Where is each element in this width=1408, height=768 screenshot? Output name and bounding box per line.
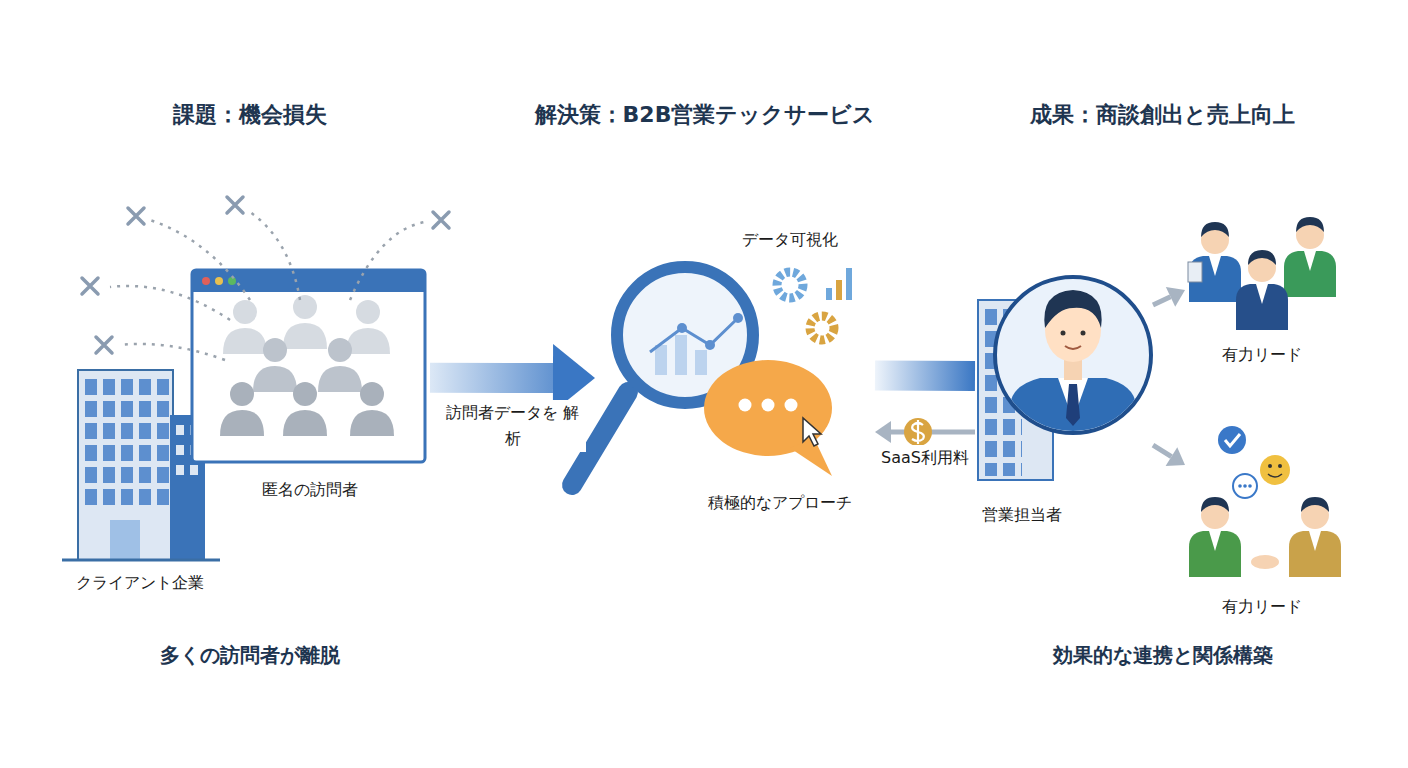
edge-label: SaaS利用料 [878, 445, 972, 471]
node-label: 有力リード [1222, 597, 1302, 617]
sales-person-node: 営業担当者 [975, 270, 1153, 532]
gear-icons [777, 268, 852, 340]
edge-label: 訪問者データを 解析 [440, 400, 586, 451]
arrow-head [1166, 287, 1185, 307]
lead-group-node: 有力リード [1185, 410, 1350, 625]
leaving-arrows [110, 212, 425, 360]
column-caption: 効果的な連携と関係構築 [1053, 642, 1273, 669]
connector [875, 375, 975, 377]
sales-person [995, 277, 1151, 440]
data-visualization-node: データ可視化 [595, 225, 875, 420]
chat-bubble [704, 360, 832, 476]
node-label: クライアント企業 [76, 573, 204, 593]
lead-group [1188, 217, 1336, 330]
browser-window [192, 270, 425, 462]
approach-bubble-node: 積極的なアプローチ [690, 368, 875, 518]
client-building-node: クライアント企業 [62, 360, 227, 600]
connector-line [891, 429, 975, 434]
lead-handshake [1189, 426, 1341, 577]
lead-group-node: 有力リード [1185, 195, 1350, 370]
arrow-head [1166, 447, 1185, 466]
connector-line [1153, 445, 1171, 457]
column-caption: 多くの訪問者が離脱 [160, 642, 340, 669]
visitor-window-node: 匿名の訪問者 [190, 265, 430, 505]
node-label: データ可視化 [742, 230, 838, 250]
column-heading: 解決策：B2B営業テックサービス [535, 100, 876, 130]
column-heading: 課題：機会損失 [173, 100, 327, 130]
connector-line [875, 361, 975, 392]
column-heading: 成果：商談創出と売上向上 [1030, 100, 1295, 130]
node-label: 営業担当者 [982, 505, 1062, 525]
lost-marks [82, 197, 449, 353]
connector [1153, 287, 1185, 307]
node-label: 積極的なアプローチ [708, 493, 852, 513]
connector-line [430, 363, 553, 393]
arrow-head [875, 421, 891, 443]
node-label: 有力リード [1222, 345, 1302, 365]
node-label: 匿名の訪問者 [262, 480, 358, 500]
connector-line [1153, 297, 1171, 305]
coin-icon [904, 418, 932, 446]
connector [1153, 445, 1185, 466]
